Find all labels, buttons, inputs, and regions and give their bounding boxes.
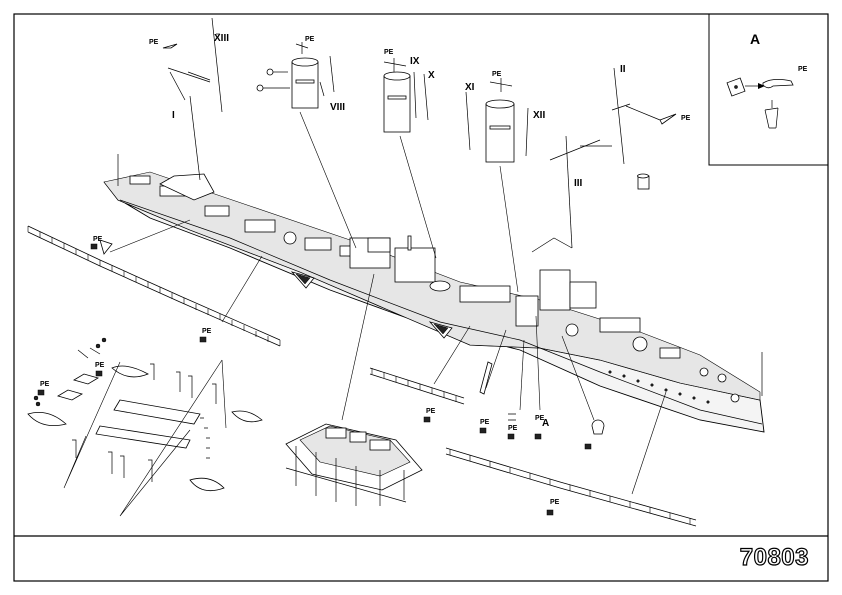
mast-xiii	[211, 17, 223, 113]
portholes	[608, 370, 740, 404]
svg-text:VIII: VIII	[330, 102, 345, 113]
svg-text:PE: PE	[492, 71, 502, 78]
label-roman-i: I	[172, 110, 175, 121]
svg-text:PE: PE	[480, 419, 490, 426]
svg-text:PE: PE	[305, 36, 315, 43]
pe-label-flag: PE	[149, 39, 159, 46]
svg-text:PE: PE	[508, 425, 518, 432]
svg-text:XII: XII	[533, 110, 545, 121]
funnel-xi: PE XI XII	[465, 71, 545, 163]
deckhouse-subassembly	[285, 273, 423, 506]
label-roman-xiii: XIII	[214, 33, 229, 44]
svg-text:X: X	[428, 70, 435, 81]
pe-label-rail-mid: PE	[426, 408, 436, 415]
svg-text:III: III	[574, 178, 583, 189]
pe-label-rail-left-2: PE	[202, 328, 212, 335]
flag-part	[162, 43, 178, 49]
railing-left	[27, 225, 281, 347]
funnel-ix: PE IX X	[383, 49, 435, 133]
svg-text:XI: XI	[465, 82, 475, 93]
small-pe-parts: PE PE PE A	[479, 315, 605, 450]
sheet-frame	[13, 13, 829, 582]
inset-title: A	[750, 31, 760, 47]
pe-label-rail-right: PE	[550, 499, 560, 506]
inset-pe-label: PE	[798, 66, 808, 73]
part-number: 70803	[740, 544, 809, 571]
mast-ii: II PE	[611, 64, 691, 190]
railing-right	[445, 447, 697, 527]
pe-label-boats-1: PE	[40, 381, 50, 388]
railing-mid	[369, 367, 465, 405]
inset-box	[708, 13, 829, 166]
svg-text:PE: PE	[681, 115, 691, 122]
inset-detail: PE	[726, 66, 808, 129]
ship-hull	[103, 71, 765, 433]
svg-text:A: A	[542, 418, 549, 429]
svg-text:PE: PE	[535, 415, 545, 422]
funnel-viii: PE VIII	[256, 36, 345, 113]
pe-label-rail-left: PE	[93, 236, 103, 243]
svg-text:IX: IX	[410, 56, 420, 67]
boats-subassembly: PE PE	[27, 337, 263, 517]
mast-iii: III	[549, 135, 612, 249]
deck-fittings	[129, 175, 727, 383]
pe-label-boats-2: PE	[95, 362, 105, 369]
svg-text:PE: PE	[384, 49, 394, 56]
triangle-part	[99, 239, 113, 255]
svg-text:II: II	[620, 64, 626, 75]
